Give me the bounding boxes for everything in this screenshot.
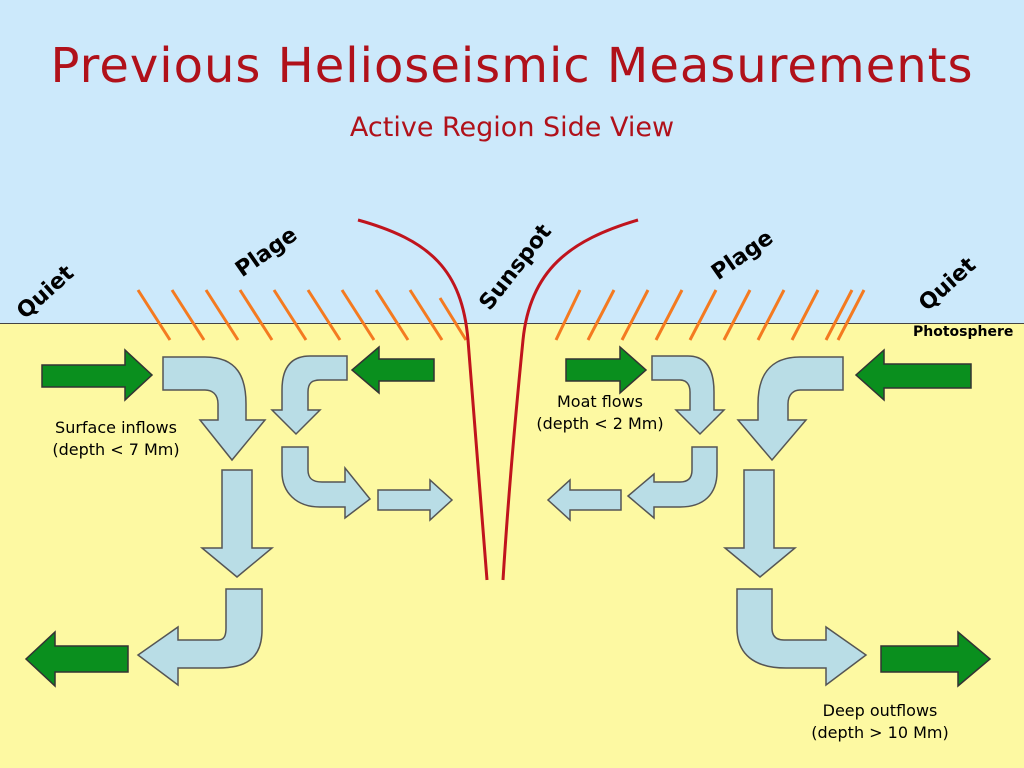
- green-arrow-quiet-right-inflow: [854, 348, 972, 402]
- green-arrow-moat-right: [565, 345, 648, 395]
- flow-arrow-right-curve-right: [736, 588, 868, 687]
- flow-arrow-right-curve-down: [736, 356, 844, 462]
- page-title: Previous Helioseismic Measurements: [50, 38, 974, 94]
- flow-arrow-right-straight-left: [546, 478, 622, 522]
- solar-interior: [0, 323, 1024, 768]
- green-arrow-quiet-left-inflow: [41, 348, 154, 402]
- flow-arrow-left-curve-down: [162, 356, 267, 462]
- flow-arrow-right-curve-left: [626, 446, 718, 520]
- field-line-right: [501, 218, 639, 581]
- flow-arrow-right-small-curve: [651, 355, 726, 436]
- flow-arrow-left-down: [199, 469, 275, 578]
- deep-outflows-label: Deep outflows (depth > 10 Mm): [811, 701, 949, 743]
- plage-hatch-left: [136, 289, 468, 341]
- green-arrow-deep-left-outflow: [24, 630, 129, 688]
- flow-arrow-left-straight-right: [377, 478, 454, 522]
- green-arrow-deep-right-outflow: [880, 630, 992, 688]
- field-line-left: [357, 218, 489, 581]
- surface-inflows-label: Surface inflows (depth < 7 Mm): [52, 418, 180, 460]
- flow-arrow-left-curve-right: [281, 446, 372, 520]
- plage-hatch-right: [554, 289, 866, 341]
- sky-background: [0, 0, 1024, 323]
- photosphere-label: Photosphere: [913, 324, 1014, 340]
- flow-arrow-left-curve-left: [136, 588, 263, 687]
- flow-arrow-right-down: [722, 469, 798, 578]
- page-subtitle: Active Region Side View: [349, 112, 675, 143]
- flow-arrow-left-small-curve: [270, 355, 348, 436]
- green-arrow-plage-left-inflow: [350, 345, 435, 395]
- moat-flows-label: Moat flows (depth < 2 Mm): [536, 392, 664, 434]
